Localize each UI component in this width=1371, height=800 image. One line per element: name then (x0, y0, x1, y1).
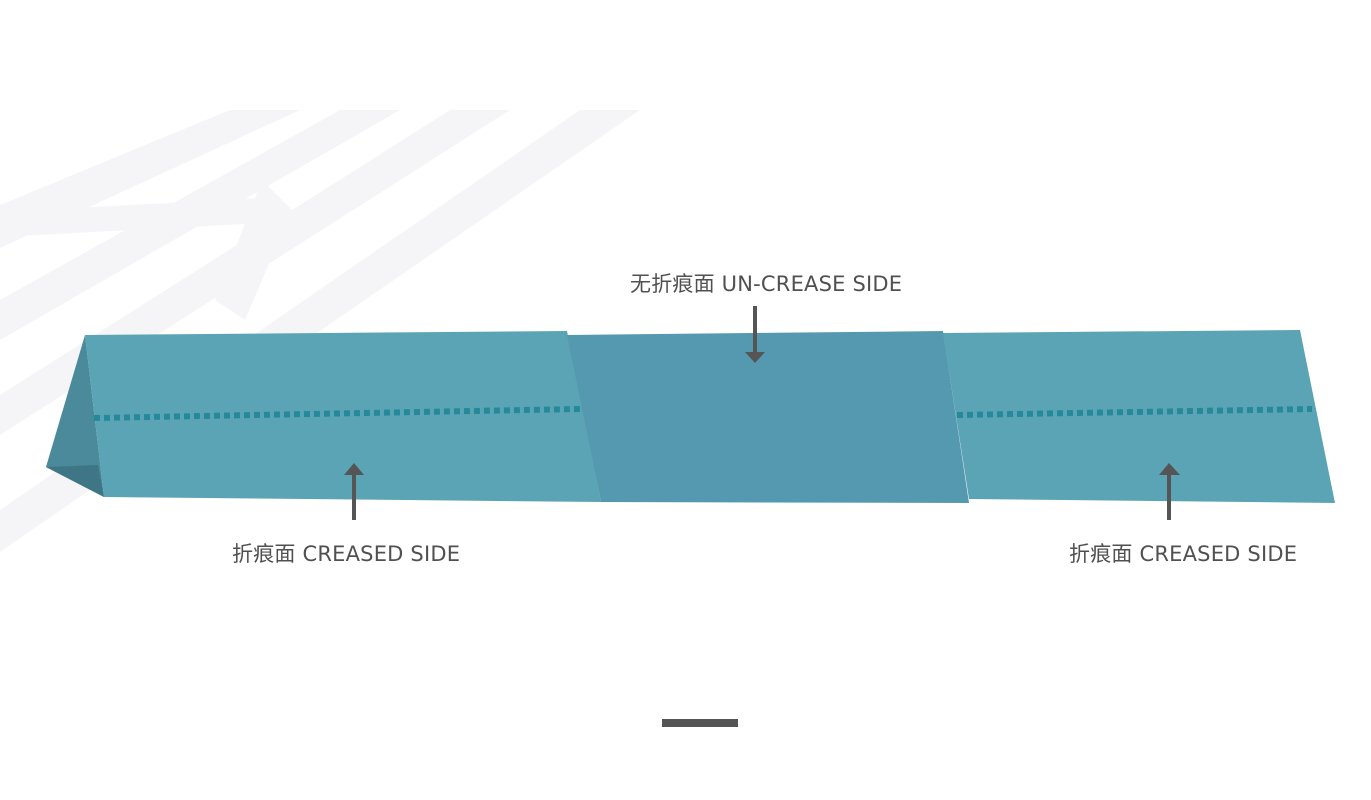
crease-line-left (93, 406, 581, 421)
creased-panel-right (943, 330, 1335, 503)
arrow-up-icon (344, 463, 364, 520)
page-indicator[interactable] (662, 719, 738, 727)
uncrease-panel (567, 331, 969, 503)
creased-panel-left (85, 331, 601, 502)
crease-line-right (956, 406, 1313, 418)
uncrease-side-label: 无折痕面 UN-CREASE SIDE (630, 272, 903, 296)
creased-side-label-left: 折痕面 CREASED SIDE (232, 542, 461, 566)
arrow-up-icon (1159, 463, 1180, 520)
end-face (46, 335, 104, 497)
creased-side-label-right: 折痕面 CREASED SIDE (1069, 542, 1298, 566)
end-face-shadow (46, 465, 104, 497)
bg-stripe (0, 197, 280, 237)
bg-stripe (215, 180, 292, 320)
arrow-down-icon (745, 306, 765, 363)
